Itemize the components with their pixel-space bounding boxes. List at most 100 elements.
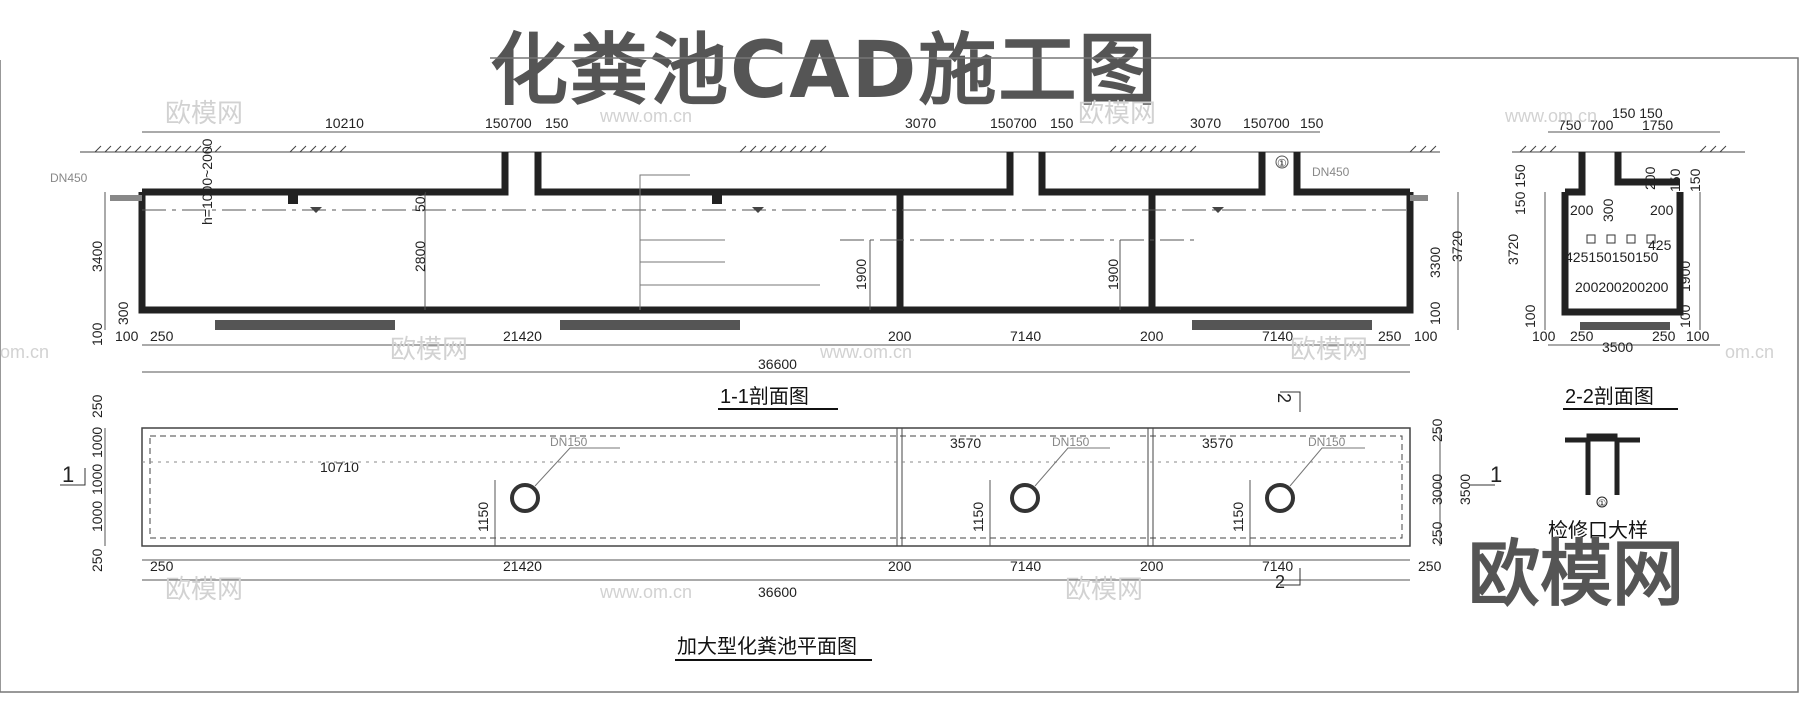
dim-text: 7140 (1010, 328, 1041, 344)
dim-text: 150 (1687, 168, 1703, 192)
section-2-2-caption: 2-2剖面图 (1565, 385, 1654, 408)
dim-text: 100 (1414, 328, 1438, 344)
dim-text: 3300 (1427, 247, 1443, 278)
dim-text: 250 (1570, 328, 1594, 344)
dim-text: 1900 (853, 259, 869, 290)
dim-text: 3070 (1190, 115, 1221, 131)
dim-text: 425150150150 (1565, 249, 1659, 265)
section-mark-2-top (1280, 391, 1301, 412)
dim-text: 100 (1522, 304, 1538, 328)
plan-dims: 250 1000 1000 1000 250 250 3000 3500 250… (62, 394, 1502, 600)
dim-text: 150 (1050, 115, 1074, 131)
dim-text: 100 (115, 328, 139, 344)
watermark: 欧模网 (165, 98, 243, 128)
dim-text: 3070 (905, 115, 936, 131)
sheet-border (0, 57, 1799, 693)
dim-text: 3570 (950, 435, 981, 451)
section-1-1-caption: 1-1剖面图 (720, 385, 809, 408)
dim-text: 200 (1140, 558, 1164, 574)
circle-mark: ① (1277, 158, 1287, 170)
dim-text: 100 (1532, 328, 1556, 344)
section-2-2 (1512, 131, 1745, 346)
dim-text: 300 (115, 301, 131, 325)
watermark: 欧模网 (165, 574, 243, 604)
depth-label: h=1000~2000 (199, 138, 215, 225)
watermark: www.om.cn (819, 342, 912, 362)
dim-text: 250 (89, 394, 105, 418)
dim-text: 150700 (990, 115, 1037, 131)
big-watermark: 欧模网 (1468, 532, 1685, 616)
watermark: 欧模网 (1065, 574, 1143, 604)
dim-text: 3570 (1202, 435, 1233, 451)
dim-text: 100 (1677, 304, 1693, 328)
dim-text: 7140 (1262, 328, 1293, 344)
detail-caption: 检修口大样 (1548, 519, 1648, 542)
dim-text: 1750 (1642, 117, 1673, 133)
dim-text: 100 (89, 322, 105, 346)
dim-text: 7140 (1010, 558, 1041, 574)
pipe-label-right: DN450 (1312, 165, 1350, 179)
dim-text: 250 (1429, 521, 1445, 545)
dim-text: 1150 (475, 502, 491, 532)
watermarks: 欧模网 www.om.cn 欧模网 www.om.cn om.cn 欧模网 ww… (0, 98, 1774, 604)
watermark: om.cn (0, 342, 49, 362)
pipe-label: DN150 (1308, 435, 1346, 449)
dim-text: 150 150 (1512, 164, 1528, 215)
dim-text: 150700 (485, 115, 532, 131)
dim-text: 250 (1429, 418, 1445, 442)
dim-text: 1150 (1230, 502, 1246, 532)
dim-text: 21420 (503, 558, 542, 574)
dim-text: 200 (1650, 202, 1674, 218)
dim-text: 1900 (1105, 259, 1121, 290)
watermark: 欧模网 (390, 334, 468, 364)
dim-text: 750 (1558, 117, 1582, 133)
manhole-detail (1565, 433, 1640, 508)
dim-text: 200 (1642, 166, 1658, 190)
dim-text: 250 (150, 558, 174, 574)
dim-text: 150 (1300, 115, 1324, 131)
section-mark: 1 (62, 462, 74, 487)
dim-text: 2800 (412, 241, 428, 272)
dim-text: 100 (1427, 301, 1443, 325)
dim-text: 3500 (1602, 339, 1633, 355)
detail-circle-mark: ① (1598, 498, 1606, 508)
dim-text: 150 (545, 115, 569, 131)
dim-text: 250 (1652, 328, 1676, 344)
dim-text: 425 (1648, 237, 1672, 253)
dim-text: 3720 (1505, 234, 1521, 265)
dim-text: 1000 (89, 501, 105, 532)
dim-text: 100 (1686, 328, 1710, 344)
dim-text: 250 (1418, 558, 1442, 574)
section-2-2-dims: 150 150 750 700 1750 150 150 200 3720 10… (1505, 105, 1710, 355)
dim-text: 200200200200 (1575, 279, 1669, 295)
dim-text: 200 (1140, 328, 1164, 344)
plan-view (60, 427, 1495, 586)
dim-text: 21420 (503, 328, 542, 344)
dim-text: 3500 (1457, 474, 1473, 505)
dim-text: 10210 (325, 115, 364, 131)
plan-caption: 加大型化粪池平面图 (677, 635, 857, 658)
dim-text: 300 (1600, 198, 1616, 222)
total-dim: 36600 (758, 356, 797, 372)
dim-text: 200 (888, 328, 912, 344)
dim-text: 200 (888, 558, 912, 574)
section-mark: 1 (1490, 462, 1502, 487)
dim-text: 250 (1378, 328, 1402, 344)
section-1-1 (80, 131, 1459, 373)
watermark: 欧模网 (1290, 334, 1368, 364)
dim-text: 250 (89, 548, 105, 572)
dim-text: 1000 (89, 464, 105, 495)
drawing-title: 化粪池CAD施工图 (490, 26, 1159, 116)
dim-text: 10710 (320, 459, 359, 475)
dim-text: 3720 (1449, 231, 1465, 262)
watermark: www.om.cn (599, 582, 692, 602)
dim-text: 3000 (1429, 474, 1445, 505)
dim-text: 7140 (1262, 558, 1293, 574)
watermark: om.cn (1725, 342, 1774, 362)
watermark: www.om.cn (1504, 106, 1597, 126)
dim-text: 3400 (89, 241, 105, 272)
dim-text: 150700 (1243, 115, 1290, 131)
dim-text: 150 (1667, 168, 1683, 192)
